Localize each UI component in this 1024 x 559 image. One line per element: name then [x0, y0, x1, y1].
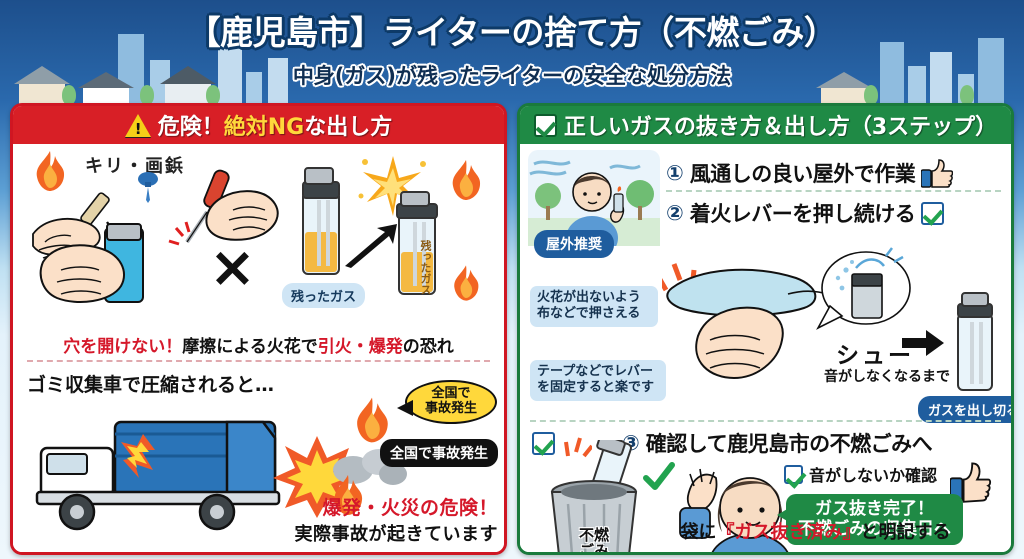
callout-tape-line2: を固定すると楽です [537, 380, 655, 396]
no-holes-warning: 穴を開けない！摩擦による火花で引火・爆発の恐れ [63, 337, 454, 357]
step-2-number: ② [666, 201, 684, 225]
explosion-risk-block: 爆発・火災の危険！ 実際事故が起きています [13, 493, 498, 546]
hand-holding-lighter-illustration [39, 223, 144, 303]
page-title: 【鹿児島市】ライターの捨て方（不燃ごみ） [187, 13, 837, 52]
explosion-risk-text: 爆発・火災の危険！ [322, 497, 498, 519]
thumbtack-icon [138, 172, 158, 203]
label-bag-instruction: 袋に『ガス抜き済み』と明記する [680, 522, 951, 543]
nationwide-accidents-badge: 全国で事故発生 [380, 439, 498, 467]
page-subtitle: 中身(ガス)が残ったライターの安全な処分方法 [292, 64, 732, 88]
step-2-text: 着火レバーを押し続ける [689, 202, 916, 226]
hand-with-screwdriver-illustration [168, 169, 279, 246]
remaining-gas-label: 残ったガス [282, 283, 366, 308]
cross-mark: × [209, 235, 256, 300]
ng-panel-header: 危険！絶対NGな出し方 [13, 106, 504, 144]
lighter-with-gas-illustration [302, 167, 340, 275]
ng-illustration-top: キリ・画鋲 [13, 144, 504, 336]
step-divider [530, 420, 1001, 422]
ok-panel: 正しいガスの抜き方＆出し方（3ステップ） [517, 103, 1014, 555]
tools-label: キリ・画鋲 [85, 156, 185, 177]
done-line-2: 不燃ごみの収集日へ [798, 519, 951, 540]
flame-icon [334, 475, 363, 515]
step-3-text: 確認して鹿児島市の不燃ごみへ [645, 432, 933, 456]
checkbox-checked-icon [784, 464, 803, 484]
bin-label-line1: 不燃 [578, 526, 609, 544]
step-divider [666, 190, 1001, 192]
checkbox-checked-icon [532, 432, 555, 455]
real-accidents-text: 実際事故が起きています [294, 524, 498, 545]
flame-icon [36, 151, 65, 191]
empty-lighter-illustration [957, 292, 993, 391]
ok-panel-body: 屋外推奨 ① 風通しの良い屋外で作業 ② 着火レバーを押し続ける [520, 144, 1011, 552]
thumbs-up-icon [921, 159, 954, 188]
callout-cloth-line1: 火花が出ないよう [537, 290, 641, 305]
hiss-sound-text: シュー [836, 343, 914, 369]
hiss-sub-text: 音がしなくなるまで [824, 369, 950, 385]
section-divider [27, 360, 490, 362]
flame-icon [357, 397, 388, 443]
callout-cloth: 火花が出ないよう 布などで押さえる [530, 286, 658, 327]
ng-panel-body: キリ・画鋲 [13, 144, 504, 552]
panels-container: 危険！絶対NGな出し方 キリ・画鋲 [10, 103, 1014, 555]
green-check-icon [643, 462, 675, 490]
ng-panel-title: 危険！絶対NGな出し方 [157, 115, 393, 140]
flame-icon [452, 160, 481, 200]
poster-header: 【鹿児島市】ライターの捨て方（不燃ごみ） 中身(ガス)が残ったライターの安全な処… [0, 0, 1024, 100]
arrow-icon [902, 330, 944, 356]
callout-cloth-line2: 布などで押さえる [537, 306, 641, 322]
step-1-row: ① 風通しの良い屋外で作業 [666, 158, 954, 188]
checkbox-checked-icon [533, 113, 557, 137]
step-2-row: ② 着火レバーを押し続ける [666, 198, 945, 228]
ok-panel-title: 正しいガスの抜き方＆出し方（3ステップ） [563, 115, 998, 140]
callout-tape: テープなどでレバー を固定すると楽です [530, 360, 666, 401]
warning-triangle-icon [124, 113, 151, 138]
outdoor-recommended-badge: 屋外推奨 [534, 230, 614, 258]
listening-person-illustration [679, 468, 789, 552]
bin-label-line2: ごみ [578, 541, 609, 555]
lighter-vertical-label: 残ったガス [419, 240, 432, 295]
gas-escaping-closeup [816, 247, 911, 330]
spark-lines-icon [564, 437, 592, 458]
gas-removal-done-bubble: ガス抜き完了！ 不燃ごみの収集日へ [777, 494, 963, 545]
ng-panel: 危険！絶対NGな出し方 キリ・画鋲 [10, 103, 507, 555]
checkbox-checked-icon [921, 201, 945, 225]
done-line-1: ガス抜き完了！ [815, 499, 934, 519]
bin-label: 不燃 ごみ [566, 526, 622, 555]
arrow-icon [345, 224, 397, 268]
confirm-sound-text: 音がしないか確認 [809, 466, 938, 485]
step-1-number: ① [666, 161, 684, 185]
nationwide-accidents-bubble: 全国で 事故発生 [397, 380, 497, 424]
compaction-warning-text: ゴミ収集車で圧縮されると… [27, 374, 275, 396]
trash-bin-illustration [550, 440, 638, 552]
confirm-sound-row: 音がしないか確認 [784, 462, 937, 486]
hands-pressing-lever-illustration [662, 263, 839, 380]
empty-the-gas-badge: ガスを出し切る [918, 396, 1011, 423]
flame-icon [454, 265, 479, 301]
lighter-exploding-illustration [396, 191, 438, 295]
garbage-truck-illustration [35, 420, 281, 531]
callout-tape-line1: テープなどでレバー [537, 364, 653, 379]
step-1-text: 風通しの良い屋外で作業 [689, 162, 916, 186]
ok-panel-header: 正しいガスの抜き方＆出し方（3ステップ） [520, 106, 1011, 144]
